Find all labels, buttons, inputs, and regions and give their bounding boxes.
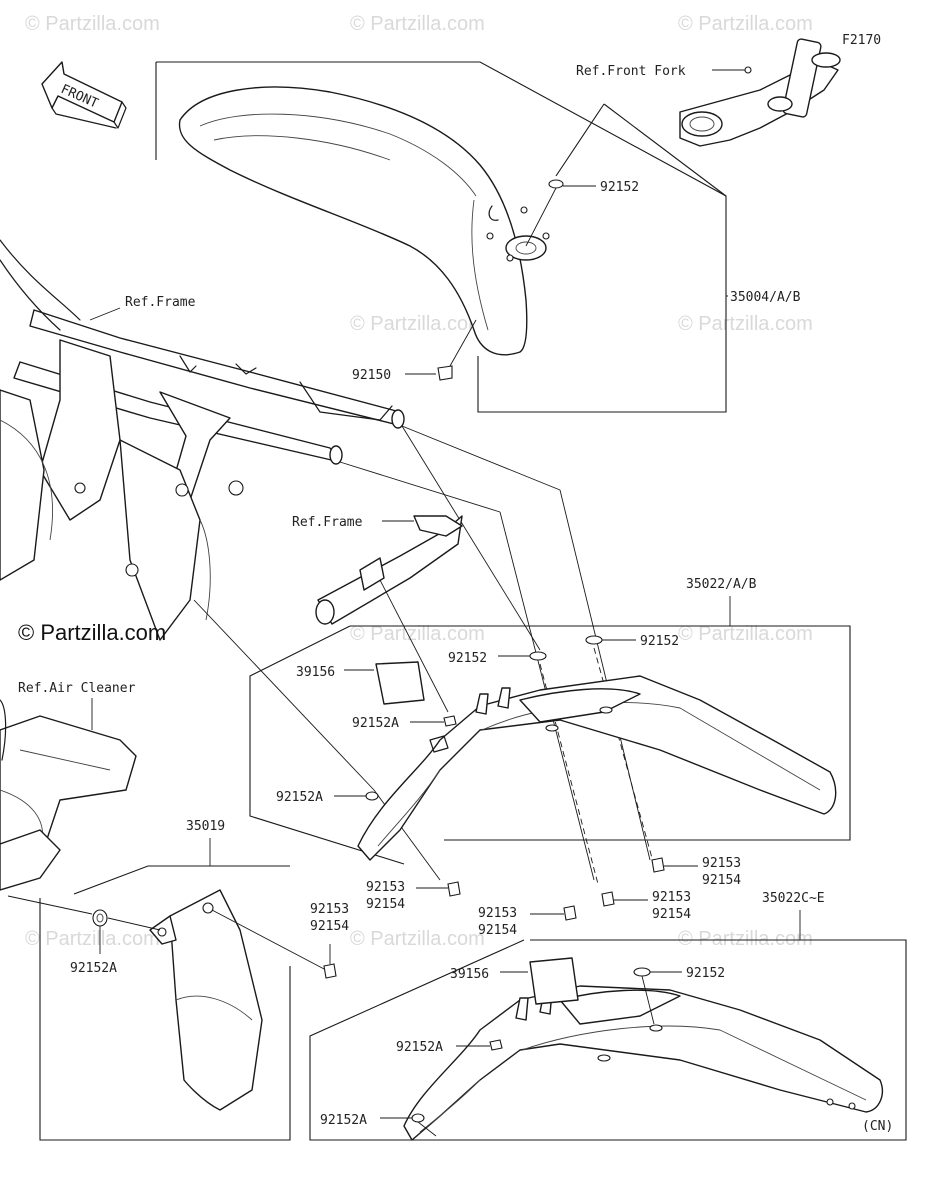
front-direction-arrow-icon: FRONT bbox=[41, 61, 127, 129]
callout-92152A-1: 92152A bbox=[352, 716, 399, 731]
callout-39156-2: 39156 bbox=[450, 967, 489, 982]
watermark-layer: © Partzilla.com © Partzilla.com © Partzi… bbox=[25, 13, 813, 950]
callout-92154-1: 92154 bbox=[366, 897, 405, 912]
watermark: © Partzilla.com bbox=[678, 313, 813, 335]
callout-92152A-3: 92152A bbox=[70, 961, 117, 976]
region-code: (CN) bbox=[862, 1119, 893, 1134]
assembly-leader-lines bbox=[193, 425, 653, 885]
ref-frame-lower-label: Ref.Frame bbox=[292, 515, 363, 530]
front-fender-part bbox=[178, 86, 528, 356]
frame-assembly: Ref.Frame bbox=[0, 239, 405, 641]
callout-92152-rear-2: 92152 bbox=[640, 634, 679, 649]
air-cleaner-reference: Ref.Air Cleaner bbox=[0, 681, 137, 891]
watermark: © Partzilla.com bbox=[350, 13, 485, 35]
callout-92152-cn: 92152 bbox=[686, 966, 725, 981]
rear-fender-cn-group: 35022C~E (CN) 39156 92152 92152A 92152A bbox=[309, 891, 907, 1141]
watermark: © Partzilla.com bbox=[350, 623, 485, 645]
callout-92154-4: 92154 bbox=[702, 873, 741, 888]
callout-92153-3: 92153 bbox=[652, 890, 691, 905]
callout-92150: 92150 bbox=[352, 368, 391, 383]
callout-35019: 35019 bbox=[186, 819, 225, 834]
watermark: © Partzilla.com bbox=[678, 623, 813, 645]
callout-92154-5: 92154 bbox=[310, 919, 349, 934]
watermark: © Partzilla.com bbox=[25, 13, 160, 35]
callout-92153-4: 92153 bbox=[702, 856, 741, 871]
front-fork-reference: Ref.Front Fork bbox=[576, 38, 841, 147]
watermark: © Partzilla.com bbox=[678, 13, 813, 35]
mud-flap-group: 35019 92152A 92153 92154 bbox=[7, 819, 349, 1141]
rear-fender-group: 35022/A/B 92152 92152 39156 92152A 92152… bbox=[249, 577, 851, 938]
diagram-code: F2170 bbox=[842, 33, 881, 48]
callout-92152: 92152 bbox=[600, 180, 639, 195]
ref-frame-label: Ref.Frame bbox=[125, 295, 196, 310]
watermark: © Partzilla.com bbox=[350, 313, 485, 335]
callout-92153-1: 92153 bbox=[366, 880, 405, 895]
callout-92154-3: 92154 bbox=[652, 907, 691, 922]
watermark: © Partzilla.com bbox=[350, 928, 485, 950]
callout-92152A-2: 92152A bbox=[276, 790, 323, 805]
callout-92154-2: 92154 bbox=[478, 923, 517, 938]
callout-35022c-e: 35022C~E bbox=[762, 891, 825, 906]
rear-fender-cn-part bbox=[403, 985, 884, 1141]
callout-92152A-5: 92152A bbox=[320, 1113, 367, 1128]
callout-39156-1: 39156 bbox=[296, 665, 335, 680]
front-fender-group: 35004/A/B 92152 92150 bbox=[155, 61, 801, 413]
watermark: © Partzilla.com bbox=[678, 928, 813, 950]
ref-front-fork-label: Ref.Front Fork bbox=[576, 64, 686, 79]
copyright-brand: © Partzilla.com bbox=[18, 620, 166, 645]
mud-flap-part bbox=[169, 889, 263, 1111]
watermark: © Partzilla.com bbox=[25, 928, 160, 950]
callout-35022: 35022/A/B bbox=[686, 577, 757, 592]
callout-92153-2: 92153 bbox=[478, 906, 517, 921]
ref-air-cleaner-label: Ref.Air Cleaner bbox=[18, 681, 136, 696]
callout-92152-rear-1: 92152 bbox=[448, 651, 487, 666]
frame-bracket-reference: Ref.Frame bbox=[292, 515, 463, 713]
callout-35004: 35004/A/B bbox=[730, 290, 801, 305]
rear-fender-part bbox=[357, 675, 837, 861]
callout-92153-5: 92153 bbox=[310, 902, 349, 917]
callout-92152A-4: 92152A bbox=[396, 1040, 443, 1055]
